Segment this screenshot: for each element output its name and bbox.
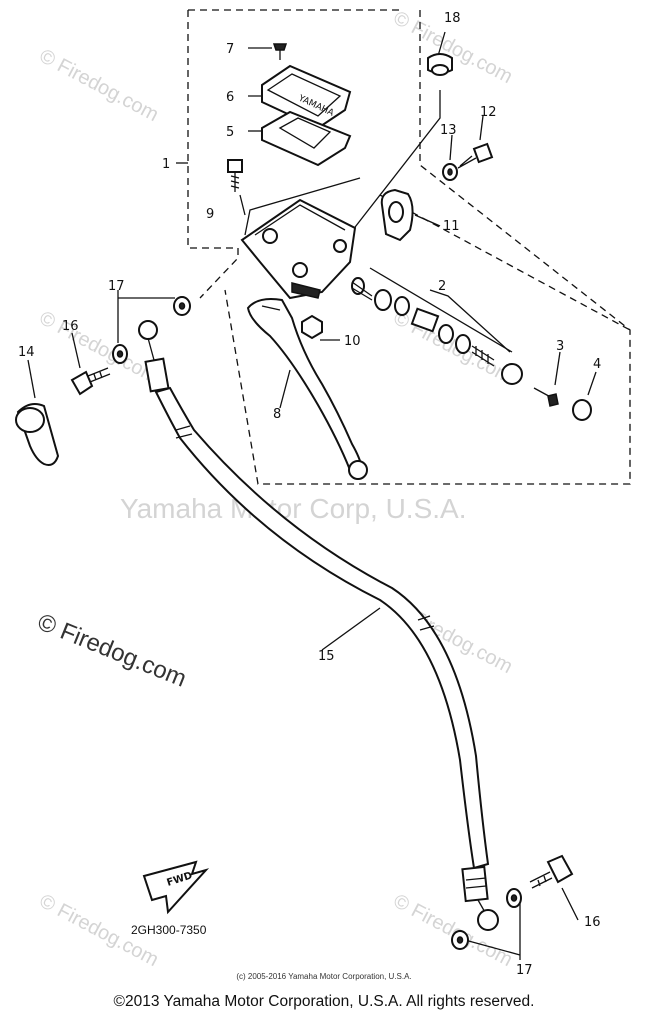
label-12: 12 xyxy=(480,105,497,120)
label-3: 3 xyxy=(556,339,564,354)
label-11: 11 xyxy=(443,219,460,234)
master-cylinder-body xyxy=(240,198,357,300)
washer-17-left xyxy=(112,344,128,364)
bolt-16-lower xyxy=(529,854,574,889)
fwd-arrow-icon: FWD xyxy=(142,860,210,915)
label-5: 5 xyxy=(226,125,234,140)
watermark-firedog-1: © Firedog.com xyxy=(36,45,162,126)
leader-lines xyxy=(27,31,597,960)
watermark-yamaha: Yamaha Motor Corp, U.S.A. xyxy=(120,493,467,524)
label-16-upper: 16 xyxy=(62,319,79,334)
copyright-footer: ©2013 Yamaha Motor Corporation, U.S.A. A… xyxy=(113,993,535,1010)
bolt-12 xyxy=(457,142,494,169)
brake-hose-15 xyxy=(138,320,499,931)
small-copyright: (c) 2005-2016 Yamaha Motor Corporation, … xyxy=(236,972,412,981)
diagram-code: 2GH300-7350 xyxy=(131,923,207,937)
label-14: 14 xyxy=(18,345,35,360)
piston-kit xyxy=(351,277,523,385)
watermark-firedog-7: © Firedog.com xyxy=(390,890,516,971)
washer-17-lower-left xyxy=(451,930,469,950)
washer-17-upper xyxy=(173,296,191,316)
label-15: 15 xyxy=(318,649,335,664)
watermark-layer: © Firedog.com © Firedog.com © Firedog.co… xyxy=(34,7,516,971)
boot-4 xyxy=(572,399,592,421)
bolt-9 xyxy=(227,159,243,192)
label-10: 10 xyxy=(344,334,361,349)
label-1: 1 xyxy=(162,157,170,172)
label-17-upper: 17 xyxy=(108,279,125,294)
boot-14 xyxy=(15,403,60,466)
watermark-firedog-dark: © Firedog.com xyxy=(34,609,190,693)
push-rod-3 xyxy=(533,387,559,407)
nut-10 xyxy=(301,314,323,340)
screw-7 xyxy=(272,43,288,60)
callout-labels: 7 6 5 1 9 18 12 13 11 2 10 3 4 8 17 16 1… xyxy=(18,11,601,978)
brake-lever-8 xyxy=(246,298,368,480)
clamp-11 xyxy=(380,188,414,242)
washer-17-lower-right xyxy=(506,888,522,908)
cap-18 xyxy=(427,53,453,76)
watermark-firedog-3: © Firedog.com xyxy=(36,307,162,388)
bolt-16-upper xyxy=(70,367,111,396)
label-6: 6 xyxy=(226,90,234,105)
label-16-lower: 16 xyxy=(584,915,601,930)
label-9: 9 xyxy=(206,207,214,222)
label-8: 8 xyxy=(273,407,281,422)
label-17-lower: 17 xyxy=(516,963,533,978)
washer-13 xyxy=(442,163,458,181)
assembly-boundary xyxy=(187,9,631,485)
label-7: 7 xyxy=(226,42,234,57)
reservoir-cap: YAMAHA xyxy=(261,64,352,130)
label-18: 18 xyxy=(444,11,461,26)
diaphragm xyxy=(261,110,352,167)
label-4: 4 xyxy=(593,357,601,372)
label-13: 13 xyxy=(440,123,457,138)
watermark-firedog-4: © Firedog.com xyxy=(390,307,516,388)
label-2: 2 xyxy=(438,279,446,294)
